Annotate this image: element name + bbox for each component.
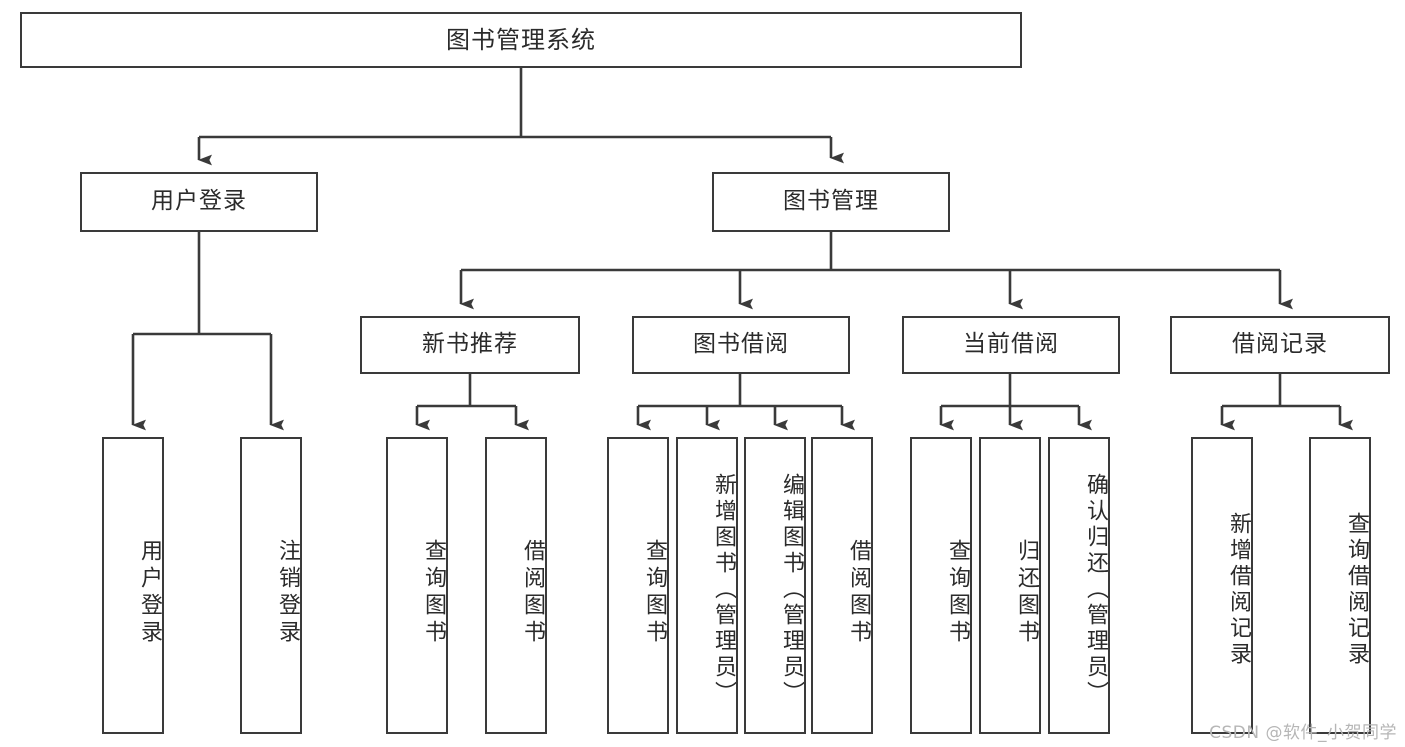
leaf-add-book-admin[interactable]: 新增图书（管理员）: [676, 437, 738, 734]
leaf-query-borrow-record[interactable]: 查询借阅记录: [1309, 437, 1371, 734]
node-book-borrow[interactable]: 图书借阅: [632, 316, 850, 374]
leaf-edit-book-admin[interactable]: 编辑图书（管理员）: [744, 437, 806, 734]
leaf-confirm-return-admin[interactable]: 确认归还（管理员）: [1048, 437, 1110, 734]
leaf-query-book-3[interactable]: 查询图书: [910, 437, 972, 734]
leaf-add-borrow-record[interactable]: 新增借阅记录: [1191, 437, 1253, 734]
leaf-user-login[interactable]: 用户登录: [102, 437, 164, 734]
leaf-query-book-1[interactable]: 查询图书: [386, 437, 448, 734]
leaf-logout-login[interactable]: 注销登录: [240, 437, 302, 734]
leaf-borrow-book-1[interactable]: 借阅图书: [485, 437, 547, 734]
node-current-borrow[interactable]: 当前借阅: [902, 316, 1120, 374]
node-new-book-recommend[interactable]: 新书推荐: [360, 316, 580, 374]
leaf-return-book[interactable]: 归还图书: [979, 437, 1041, 734]
node-root[interactable]: 图书管理系统: [20, 12, 1022, 68]
node-user-login[interactable]: 用户登录: [80, 172, 318, 232]
node-book-manage[interactable]: 图书管理: [712, 172, 950, 232]
leaf-query-book-2[interactable]: 查询图书: [607, 437, 669, 734]
csdn-watermark: CSDN @软件_小贺同学: [1209, 723, 1397, 743]
node-borrow-record[interactable]: 借阅记录: [1170, 316, 1390, 374]
leaf-borrow-book-2[interactable]: 借阅图书: [811, 437, 873, 734]
